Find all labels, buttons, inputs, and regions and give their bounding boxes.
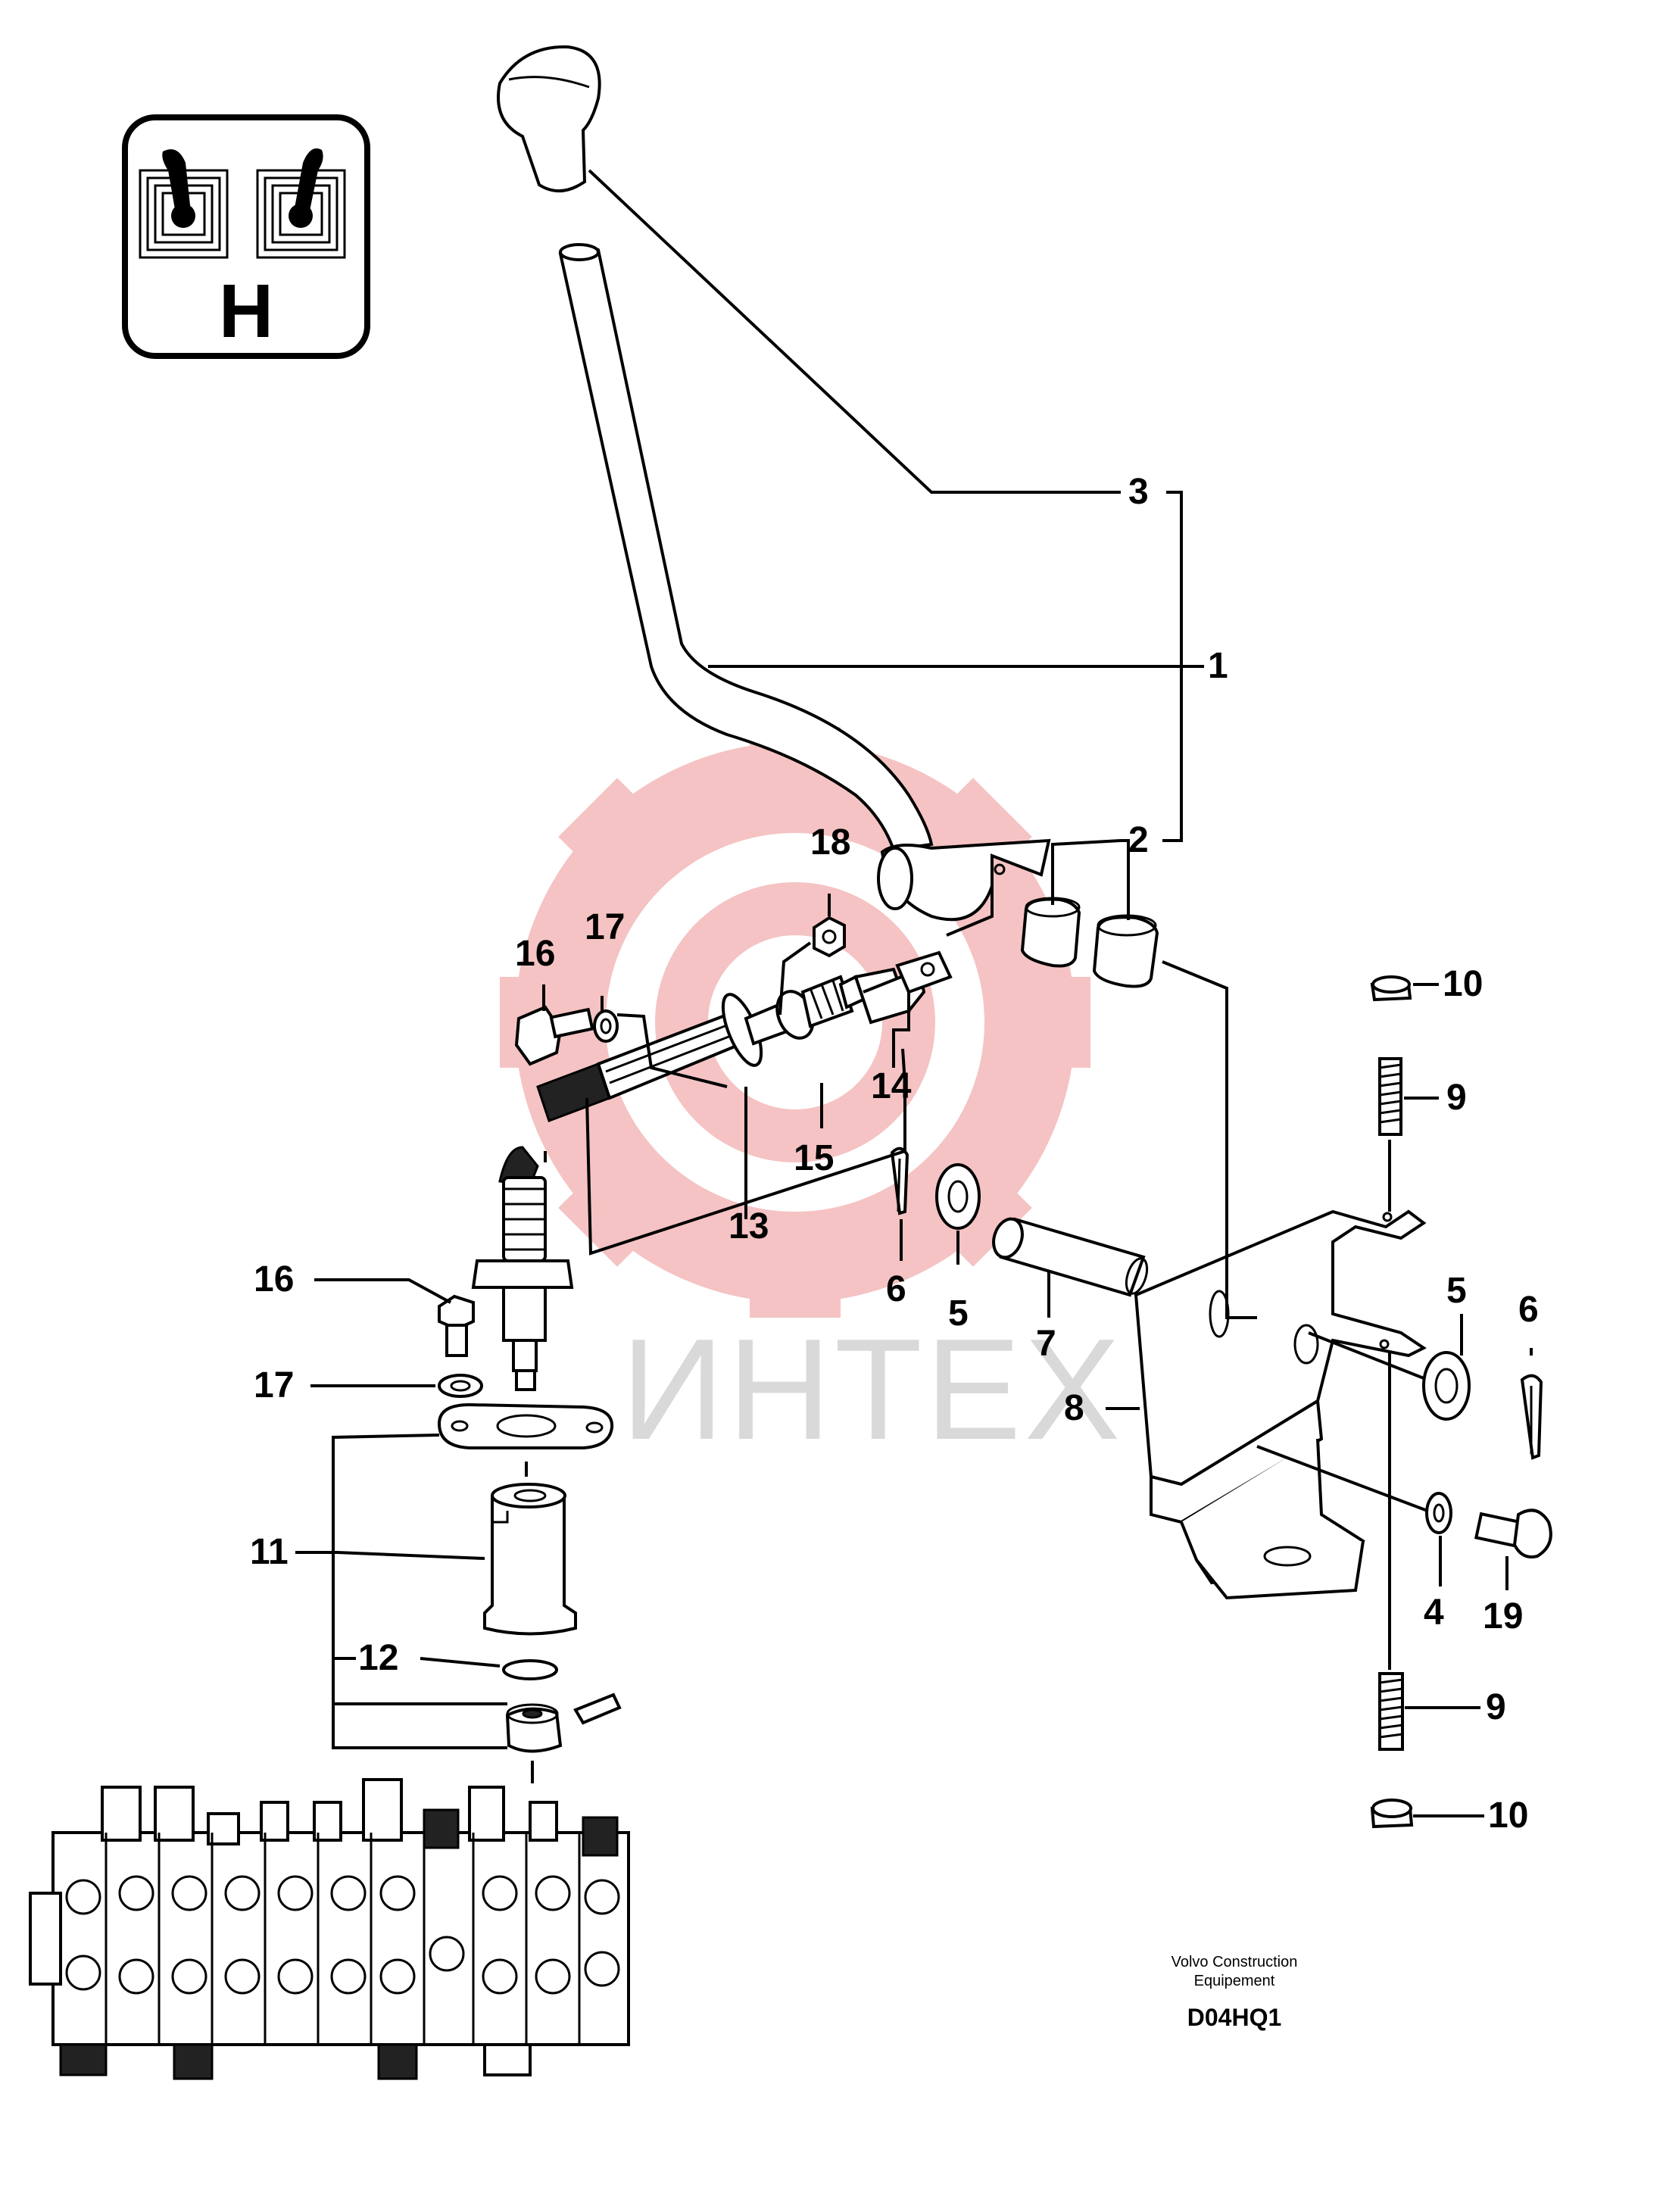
o-ring-12 [502, 1659, 558, 1680]
callout-17-bottom: 17 [254, 1365, 294, 1406]
callout-14: 14 [871, 1066, 912, 1106]
callout-1: 1 [1208, 646, 1228, 686]
drawing-code: D04HQ1 [1187, 2004, 1282, 2031]
callout-3: 3 [1128, 472, 1149, 512]
callout-6-right: 6 [1518, 1290, 1539, 1330]
nut-10-top [1370, 975, 1412, 1002]
cotter-pin-6-right [1520, 1374, 1543, 1460]
spool-assembly [536, 950, 953, 1122]
callout-11: 11 [250, 1532, 289, 1572]
callout-5-right: 5 [1446, 1271, 1467, 1311]
callout-8: 8 [1064, 1388, 1084, 1428]
valve-spool-left [471, 1146, 574, 1391]
watermark-gear-icon [500, 727, 1090, 1318]
nut-10-bottom [1370, 1799, 1414, 1829]
stud-9-bottom [1378, 1672, 1404, 1751]
callout-15: 15 [794, 1138, 834, 1178]
callout-9-bottom: 9 [1486, 1687, 1506, 1727]
callout-4: 4 [1424, 1593, 1444, 1633]
callout-16-top: 16 [515, 934, 555, 974]
callout-16-bottom: 16 [254, 1259, 294, 1299]
callout-10-top: 10 [1443, 964, 1483, 1004]
watermark-text: ИНТЕХ [621, 1309, 1123, 1470]
washer-17-bottom [438, 1374, 483, 1398]
callout-labels: 3 1 2 18 17 16 15 14 13 6 5 7 8 10 9 5 6… [250, 472, 1539, 1836]
control-valve-block [29, 1778, 630, 2080]
bushings [1020, 897, 1159, 988]
control-pattern-badge: H [122, 114, 370, 359]
callout-2: 2 [1128, 820, 1149, 860]
washer-17-top [593, 1009, 619, 1043]
lever-knob [497, 45, 601, 193]
callout-19: 19 [1483, 1596, 1523, 1636]
bolt-16-bottom [438, 1294, 475, 1357]
credit-line-2: Equipement [1194, 1973, 1275, 1989]
washer-5-left [935, 1163, 981, 1230]
callout-9-top: 9 [1446, 1078, 1467, 1118]
callout-13: 13 [728, 1206, 769, 1246]
washer-4 [1425, 1492, 1452, 1534]
callout-10-bottom: 10 [1488, 1795, 1528, 1836]
bolt-19 [1474, 1508, 1552, 1558]
callout-7: 7 [1036, 1324, 1056, 1364]
washer-5-right [1422, 1351, 1471, 1421]
leader-lines [295, 169, 1533, 1817]
joystick-left-icon [139, 149, 229, 259]
callout-18: 18 [810, 822, 850, 863]
control-lever [558, 243, 1051, 922]
cylinder-11 [483, 1483, 577, 1636]
cotter-pin-6-left [890, 1147, 909, 1215]
credit-line-1: Volvo Construction [1172, 1954, 1298, 1970]
badge-letter: H [219, 269, 273, 354]
callout-5-left: 5 [948, 1293, 969, 1334]
flange-plate [437, 1402, 614, 1449]
pin-7 [992, 1217, 1149, 1297]
callout-12: 12 [358, 1638, 398, 1678]
joystick-right-icon [256, 148, 346, 259]
callout-17-top: 17 [585, 907, 625, 947]
callout-6-left: 6 [886, 1269, 906, 1309]
coupler [505, 1703, 563, 1753]
stud-9-top [1378, 1057, 1402, 1136]
bracket-8 [1134, 1209, 1427, 1600]
credit-block: Volvo Construction Equipement D04HQ1 [1172, 1954, 1298, 2031]
small-pin [573, 1693, 622, 1725]
nut-18 [813, 916, 846, 958]
